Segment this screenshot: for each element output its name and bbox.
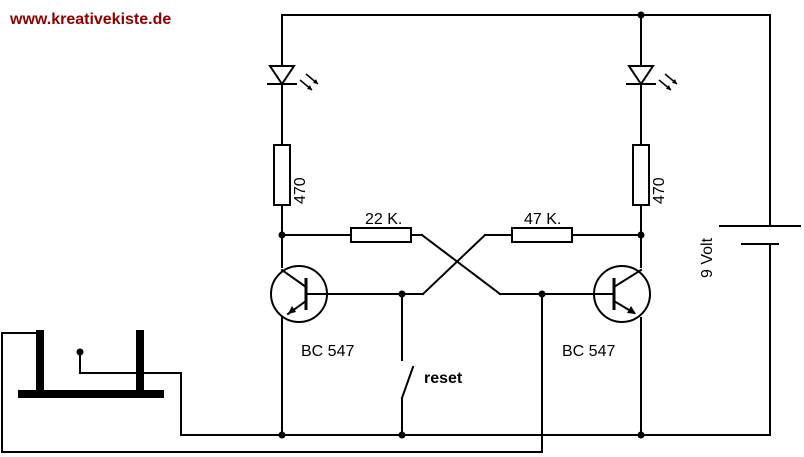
switch-reset-label: reset bbox=[424, 370, 463, 387]
battery-label: 9 Volt bbox=[699, 237, 716, 278]
sensor-probe-dot bbox=[76, 348, 84, 356]
switch-reset-contact bbox=[400, 365, 415, 400]
resistor-470-right bbox=[632, 144, 650, 206]
sensor-wire-outer bbox=[1, 293, 543, 453]
resistor-22k-label: 22 K. bbox=[365, 211, 402, 228]
resistor-470-right-label: 470 bbox=[651, 177, 668, 204]
junction-bottom-left bbox=[278, 431, 286, 439]
site-url: www.kreativekiste.de bbox=[9, 11, 171, 28]
resistor-22k bbox=[350, 227, 412, 243]
transistor-left-label: BC 547 bbox=[301, 343, 354, 360]
resistor-47k bbox=[511, 227, 573, 243]
transistor-right-label: BC 547 bbox=[562, 343, 615, 360]
resistor-47k-label: 47 K. bbox=[524, 211, 561, 228]
junction-bottom-right bbox=[637, 431, 645, 439]
led-right bbox=[626, 65, 678, 91]
resistor-470-left bbox=[273, 144, 291, 206]
battery-symbol bbox=[719, 225, 801, 245]
led-left bbox=[267, 65, 319, 91]
resistor-470-left-label: 470 bbox=[292, 177, 309, 204]
transistor-right bbox=[593, 265, 651, 323]
cross-wire-a bbox=[420, 233, 502, 296]
touch-sensor-plates bbox=[18, 330, 164, 398]
sensor-wire-inner bbox=[79, 351, 182, 436]
transistor-left bbox=[270, 265, 328, 323]
junction-bottom-switch bbox=[398, 431, 406, 439]
cross-wire-b bbox=[421, 233, 487, 296]
